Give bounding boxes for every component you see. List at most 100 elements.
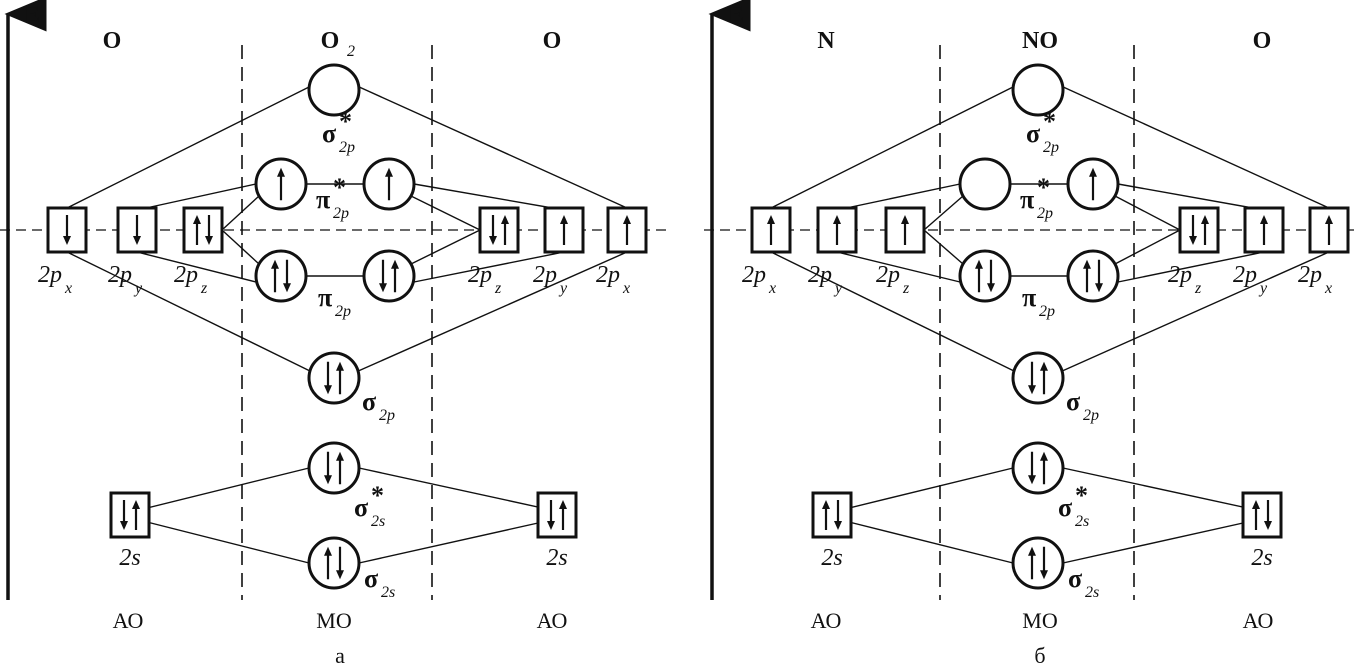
panel-b-label-sigma-star-2p-subscript: 2p bbox=[1043, 139, 1059, 156]
panel-b-label-pi-star-2p-symbol: π bbox=[1020, 185, 1034, 214]
panel-b-column-label-0: АО bbox=[811, 608, 842, 633]
panel-b-right-2pz-label-main: 2p bbox=[1168, 262, 1192, 288]
panel-a-right-2s-label: 2s bbox=[546, 545, 567, 571]
panel-b-left-2pz-label-subscript: z bbox=[902, 280, 910, 297]
panel-a-left-2px-label-subscript: x bbox=[64, 280, 72, 297]
panel-b-line-pi-left-z bbox=[923, 229, 964, 265]
panel-a-mo-sigma-2p-circle bbox=[307, 351, 361, 405]
panel-b-line-sstar-right bbox=[1060, 85, 1330, 209]
electron-arrow-head bbox=[391, 259, 399, 269]
panel-a-label-pi-star-2p: π*2p bbox=[316, 173, 349, 222]
panel-b-mo-pi-2p-b-electron-down bbox=[1095, 259, 1103, 293]
panel-a-right-2pz-label-main: 2p bbox=[468, 262, 492, 288]
panel-b-line-pi-left bbox=[836, 251, 961, 283]
panel-b-caption: б bbox=[1034, 643, 1045, 668]
electron-arrow-head bbox=[1083, 259, 1091, 269]
panel-b-header-left-atom: N bbox=[817, 28, 835, 54]
panel-a-left-2py-orbital bbox=[116, 206, 158, 254]
panel-b-mo-pi-star-2p-b bbox=[1066, 157, 1120, 211]
electron-arrow-head bbox=[1028, 385, 1036, 395]
panel-b-right-2s-label: 2s bbox=[1251, 545, 1272, 571]
panel-a-mo-pi-2p-a-electron-down bbox=[283, 259, 291, 293]
panel-a-line-pi-left-z bbox=[221, 229, 260, 265]
panel-b-mo-sigma-star-2p bbox=[1011, 63, 1065, 117]
panel-a-mo-sigma-star-2s bbox=[307, 441, 361, 495]
panel-b-label-sigma-star-2s-subscript: 2s bbox=[1075, 513, 1089, 530]
panel-a-mo-sigma-2p-electron-up bbox=[336, 361, 344, 395]
panel-a-mo-pi-2p-b-electron-down bbox=[379, 259, 387, 293]
panel-b-mo-sigma-2s-electron-down bbox=[1040, 546, 1048, 580]
panel-a-right-2pz-label: 2pz bbox=[468, 262, 502, 297]
electron-arrow-head bbox=[379, 283, 387, 293]
panel-b-line-pistar-right-z bbox=[1114, 195, 1181, 231]
panel-a-left-2py-label-main: 2p bbox=[108, 262, 132, 288]
electron-arrow-head bbox=[1252, 500, 1260, 509]
panel-a-line-s2s-right bbox=[358, 520, 548, 564]
panel-b-mo-sigma-star-2s-electron-down bbox=[1028, 451, 1036, 485]
panel-b-mo-sigma-star-2s bbox=[1011, 441, 1065, 495]
panel-b-left-2py-label-subscript: y bbox=[833, 280, 843, 297]
panel-b-line-sstar2s-right bbox=[1062, 467, 1253, 510]
panel-b-left-2px-orbital bbox=[750, 206, 792, 254]
panel-a-right-2py-label: 2py bbox=[533, 262, 568, 297]
electron-arrow-head bbox=[1040, 570, 1048, 580]
electron-arrow-head bbox=[283, 283, 291, 293]
panel-a-mo-pi-2p-b bbox=[362, 249, 416, 303]
panel-a-label-pi-star-2p-star: * bbox=[333, 173, 346, 202]
panel-a-left-2pz-orbital-electron-down bbox=[205, 215, 213, 245]
panel-b-label-sigma-star-2s: σ*2s bbox=[1058, 481, 1089, 530]
panel-b-right-2px-orbital bbox=[1308, 206, 1350, 254]
electron-arrow-head bbox=[1095, 283, 1103, 293]
panel-a-right-2pz-label-subscript: z bbox=[494, 280, 502, 297]
electron-arrow-head bbox=[1260, 215, 1268, 224]
panel-b-left-2px-label-main: 2p bbox=[742, 262, 766, 288]
panel-b-left-2s-orbital-electron-down bbox=[834, 500, 842, 530]
panel-b-label-sigma-star-2p-star: * bbox=[1043, 107, 1056, 136]
panel-b-line-s2p-right bbox=[1059, 251, 1330, 373]
panel-a-column-label-0: АО bbox=[113, 608, 144, 633]
panel-a-left-2pz-orbital bbox=[182, 206, 224, 254]
panel-b-mo-pi-2p-b-electron-up bbox=[1083, 259, 1091, 293]
panel-b-mo-sigma-2s-electron-up bbox=[1028, 546, 1036, 580]
panel-b-right-2px-label-main: 2p bbox=[1298, 262, 1322, 288]
panel-a-column-label-2: АО bbox=[537, 608, 568, 633]
panel-a-left-2pz-label-subscript: z bbox=[200, 280, 208, 297]
panel-a-mo-pi-2p-b-electron-up bbox=[391, 259, 399, 293]
panel-a-left-2px-label-main: 2p bbox=[38, 262, 62, 288]
panel-a-mo-sigma-2s-circle bbox=[307, 536, 361, 590]
panel-a-right-2pz-orbital-box bbox=[478, 206, 520, 254]
panel-b-mo-pi-2p-a-circle bbox=[958, 249, 1012, 303]
electron-arrow-head bbox=[385, 167, 393, 177]
panel-b-mo-sigma-2p-circle bbox=[1011, 351, 1065, 405]
panel-b-line-s2p-left bbox=[770, 251, 1017, 373]
panel-b-header-molecule-main: NO bbox=[1022, 28, 1058, 54]
panel-b-right-2py-orbital bbox=[1243, 206, 1285, 254]
panel-b-mo-pi-star-2p-a-circle bbox=[958, 157, 1012, 211]
panel-a-line-sstar-right bbox=[356, 85, 628, 209]
panel-b-mo-sigma-star-2s-electron-up bbox=[1040, 451, 1048, 485]
panel-b-label-sigma-star-2s-star: * bbox=[1075, 481, 1088, 510]
panel-b-left-2pz-orbital bbox=[884, 206, 926, 254]
panel-b-mo-sigma-2p-electron-up bbox=[1040, 361, 1048, 395]
panel-b-label-sigma-2p-subscript: 2p bbox=[1083, 407, 1099, 424]
panel-b-right-2px-orbital-electron-up bbox=[1325, 215, 1333, 245]
panel-a-line-sstar2s-left bbox=[142, 467, 310, 510]
electron-arrow-head bbox=[120, 521, 128, 530]
panel-a-right-2s-orbital bbox=[536, 491, 578, 539]
panel-b-right-2s-orbital-box bbox=[1241, 491, 1283, 539]
panel-b-mo-sigma-2p-electron-down bbox=[1028, 361, 1036, 395]
panel-b-left-2pz-label: 2pz bbox=[876, 262, 910, 297]
panel-a-label-pi-2p-symbol: π bbox=[318, 283, 332, 312]
panel-a-left-2pz-label: 2pz bbox=[174, 262, 208, 297]
electron-arrow-head bbox=[277, 167, 285, 177]
electron-arrow-head bbox=[767, 215, 775, 224]
panel-b-right-2s-orbital-electron-down bbox=[1264, 500, 1272, 530]
panel-b-left-2py-orbital-electron-up bbox=[833, 215, 841, 245]
panel-b-right-2pz-orbital-electron-down bbox=[1189, 215, 1197, 245]
electron-arrow-head bbox=[1040, 451, 1048, 461]
panel-b-right-2pz-orbital bbox=[1178, 206, 1220, 254]
panel-a-mo-sigma-2s bbox=[307, 536, 361, 590]
panel-b-mo-pi-2p-b bbox=[1066, 249, 1120, 303]
panel-a-header-molecule-subscript: 2 bbox=[347, 43, 355, 60]
